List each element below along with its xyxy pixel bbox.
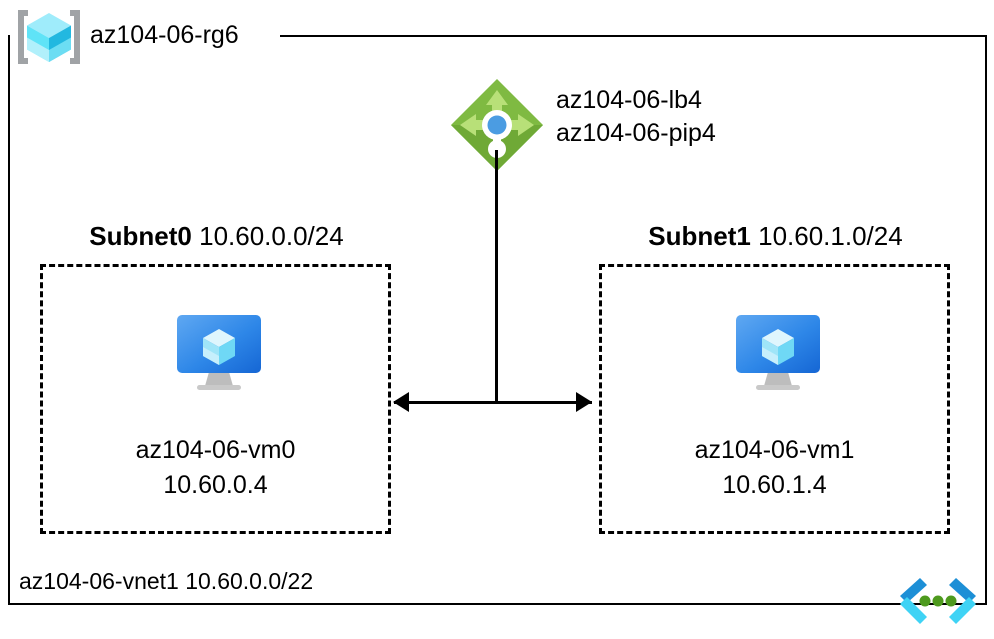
vm-labels-vm0: az104-06-vm0 10.60.0.4: [40, 433, 391, 503]
resource-group-border-right: [985, 35, 987, 605]
vm-name-vm1: az104-06-vm1: [694, 436, 855, 464]
subnet-box-subnet0: [40, 264, 391, 534]
subnet-label-subnet0: Subnet0 10.60.0.0/24: [40, 220, 393, 252]
vm-ip-vm1: 10.60.1.4: [722, 471, 827, 499]
resource-group-title: az104-06-rg6: [90, 21, 239, 49]
load-balancer-connector-line: [495, 150, 498, 404]
vm-labels-vm1: az104-06-vm1 10.60.1.4: [599, 433, 950, 503]
vm-ip-vm0: 10.60.0.4: [163, 471, 268, 499]
virtual-network-icon: [893, 576, 983, 628]
load-balancer-name: az104-06-lb4: [556, 86, 702, 114]
resource-group-border-top: [280, 35, 987, 37]
subnet-cidr-subnet0: 10.60.0.0/24: [199, 221, 344, 251]
subnet-cidr-subnet1: 10.60.1.0/24: [758, 221, 903, 251]
subnet-label-subnet1: Subnet1 10.60.1.0/24: [599, 220, 952, 252]
virtual-machine-icon-vm1: [732, 312, 824, 394]
load-balancer-icon: [449, 77, 545, 173]
subnet-connector-line: [394, 401, 592, 404]
subnet-name-subnet0: Subnet0: [89, 221, 192, 251]
resource-group-icon: [14, 6, 84, 68]
virtual-machine-icon-vm0: [173, 312, 265, 394]
load-balancer-labels: az104-06-lb4 az104-06-pip4: [556, 84, 716, 150]
public-ip-name: az104-06-pip4: [556, 119, 716, 147]
connector-arrowhead-right: [576, 392, 592, 412]
resource-group-border-left: [8, 35, 10, 605]
connector-arrowhead-left: [393, 392, 409, 412]
subnet-name-subnet1: Subnet1: [648, 221, 751, 251]
vnet-label: az104-06-vnet1 10.60.0.0/22: [19, 568, 314, 594]
vm-name-vm0: az104-06-vm0: [135, 436, 296, 464]
resource-group-border-bottom: [8, 603, 987, 605]
subnet-box-subnet1: [599, 264, 950, 534]
